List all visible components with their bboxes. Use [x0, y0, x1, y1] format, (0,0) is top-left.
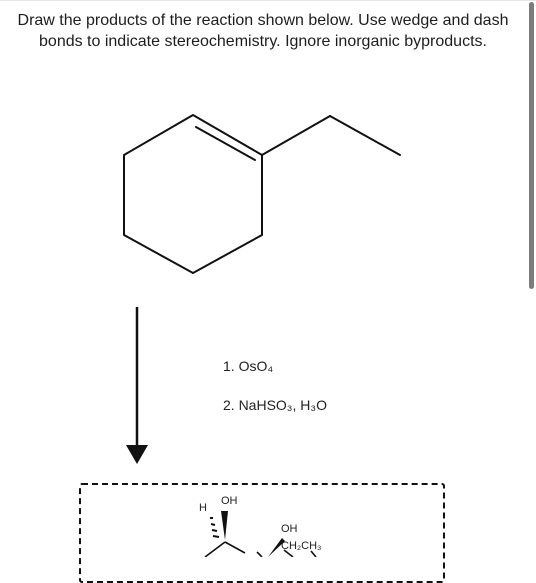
product-label-ethyl: CH₂CH₃ — [281, 540, 322, 552]
question-text: Draw the products of the reaction shown … — [6, 10, 520, 52]
arrow-head — [126, 445, 148, 464]
answer-drawing-area[interactable] — [79, 483, 445, 583]
starting-material-1-ethylcyclohexene — [123, 114, 401, 274]
ethyl-stub-2 — [310, 550, 317, 557]
ring-bond-left — [204, 541, 226, 557]
product-structure-partial — [204, 511, 317, 557]
reaction-canvas — [123, 114, 401, 557]
top-border — [0, 0, 536, 1]
reagent-step-1: 1. OsO₄ — [223, 358, 274, 374]
reaction-arrow — [126, 307, 148, 464]
product-label-oh-right: OH — [281, 523, 298, 535]
scrollbar-thumb[interactable] — [529, 2, 534, 289]
question-line-2: bonds to indicate stereochemistry. Ignor… — [39, 33, 487, 50]
cyclohexane-ring — [123, 114, 263, 274]
vertical-scrollbar[interactable] — [526, 0, 536, 557]
ethyl-bond-1 — [261, 115, 331, 156]
wedge-bond-oh-right — [268, 538, 285, 557]
double-bond-inner-line — [195, 126, 256, 161]
ring-bond-fragment — [256, 551, 263, 557]
product-label-oh-top: OH — [221, 495, 238, 507]
question-line-1: Draw the products of the reaction shown … — [17, 12, 509, 29]
reagent-step-2: 2. NaHSO₃, H₃O — [223, 397, 327, 413]
wedge-bond-oh — [221, 511, 228, 540]
product-label-h: H — [199, 502, 207, 514]
ethyl-bond-2 — [329, 115, 401, 156]
dash-bond-h — [210, 517, 220, 538]
ethyl-stub — [283, 549, 294, 557]
ring-bond-right — [224, 541, 246, 554]
